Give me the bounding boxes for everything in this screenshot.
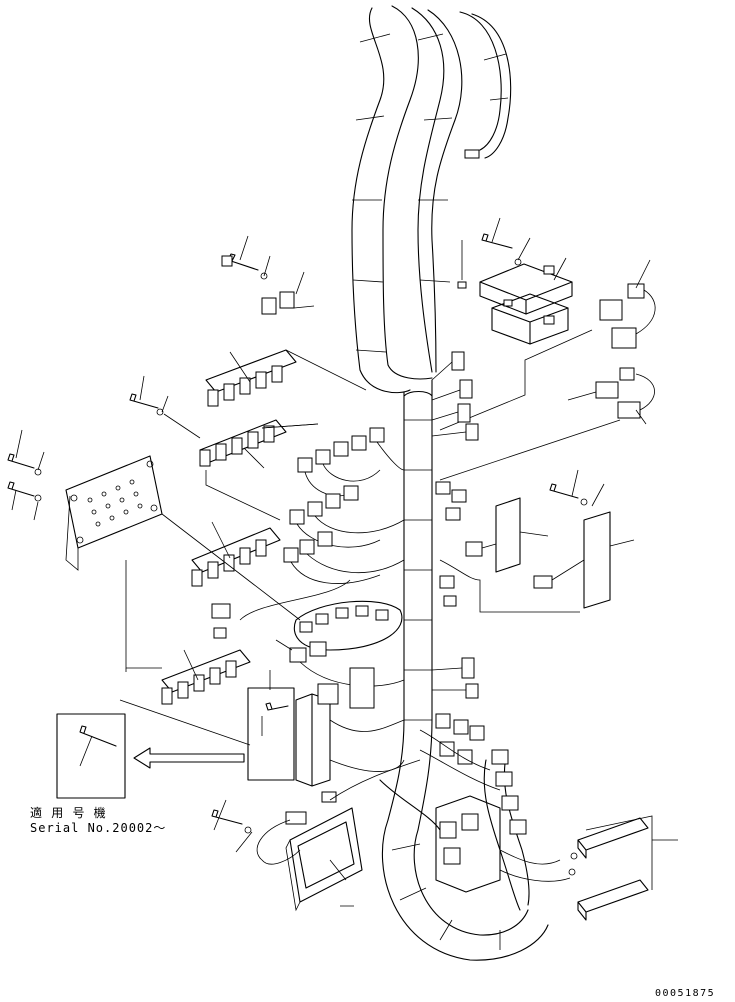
main-harness: [351, 5, 549, 961]
detail-inset: [56, 713, 245, 799]
serial-note: 適 用 号 機 Serial No.20002～: [30, 806, 166, 836]
drawing-number: 00051875: [655, 988, 716, 999]
relay-group-3: [191, 521, 281, 587]
fuse-panel: [7, 429, 301, 669]
lamp-assembly: [211, 759, 421, 912]
serial-number-text: Serial No.20002～: [30, 821, 167, 835]
trunk-connectors: [431, 351, 479, 699]
applicable-serial-label: 適 用 号 機: [30, 806, 107, 820]
relay-group-4: [161, 603, 251, 705]
relay-group-2: [129, 375, 319, 521]
connector-cluster: [239, 427, 405, 687]
relay-group-1: [205, 349, 367, 407]
right-connectors: [439, 329, 655, 613]
lower-right-assembly: [419, 713, 678, 921]
relay-bracket-top: [221, 235, 315, 315]
controller-box: [119, 667, 405, 787]
right-bracket: [457, 217, 656, 349]
